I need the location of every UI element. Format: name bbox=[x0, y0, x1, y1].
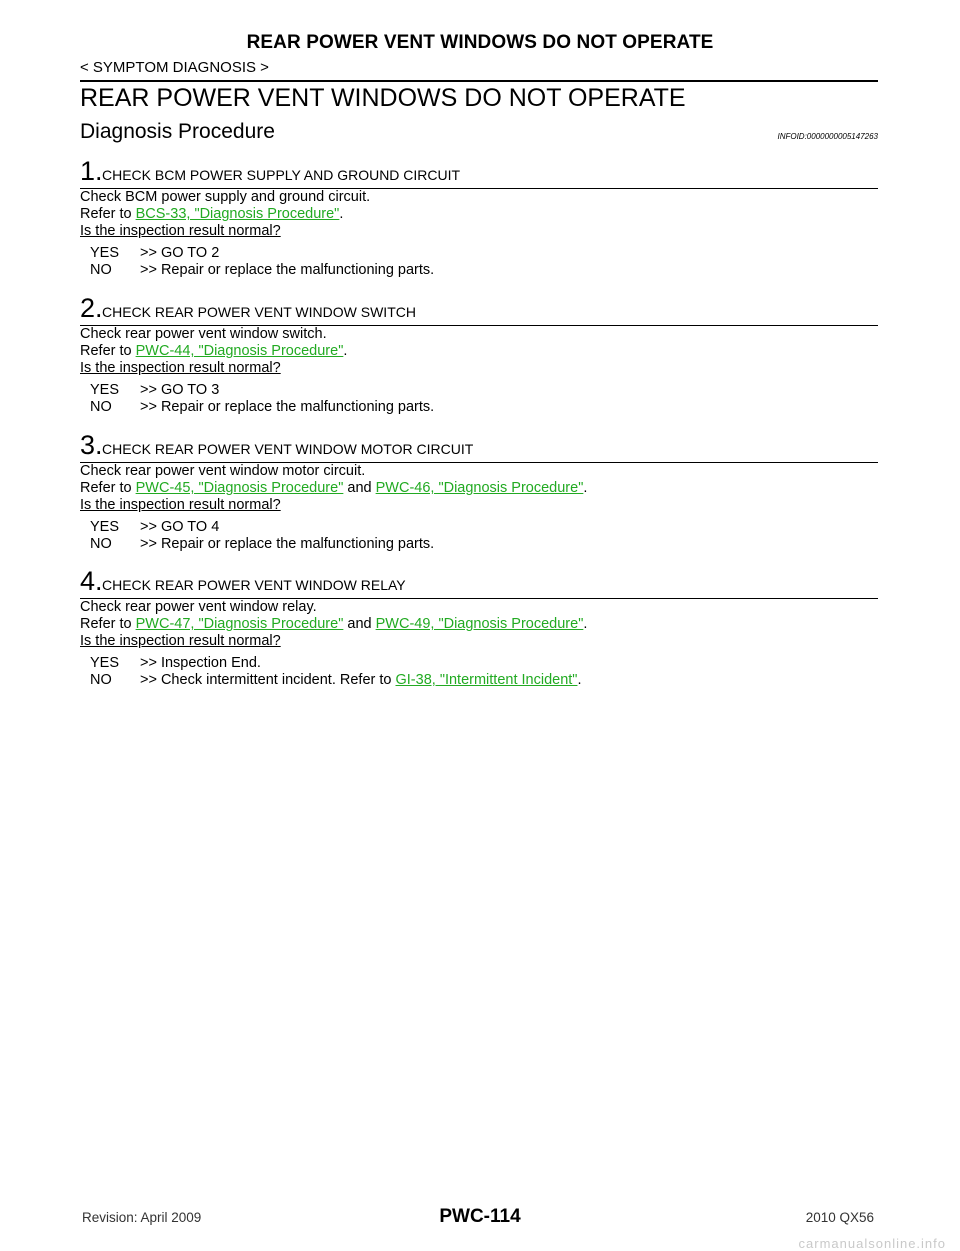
answer-text: >> Repair or replace the malfunctioning … bbox=[140, 536, 435, 552]
answers: YES >> GO TO 4 NO >> Repair or replace the… bbox=[80, 519, 878, 553]
refer-prefix: Refer to bbox=[80, 206, 136, 222]
refer-end: . bbox=[339, 206, 344, 222]
inspection-question: Is the inspection result normal? bbox=[80, 223, 281, 239]
answer-yes: YES >> GO TO 3 bbox=[90, 382, 878, 399]
answer-no: NO >> Repair or replace the malfunctionin… bbox=[90, 399, 878, 416]
refer-end: . bbox=[583, 616, 588, 632]
answer-no: NO >> Check intermittent incident. Refer … bbox=[90, 672, 878, 689]
page-title: REAR POWER VENT WINDOWS DO NOT OPERATE bbox=[80, 84, 686, 112]
answer-key: YES bbox=[90, 245, 120, 261]
step-title: CHECK REAR POWER VENT WINDOW MOTOR CIRCU… bbox=[102, 441, 474, 457]
breadcrumb: < SYMPTOM DIAGNOSIS > bbox=[80, 59, 269, 76]
inspection-question: Is the inspection result normal? bbox=[80, 633, 281, 649]
answer-text: >> Check intermittent incident. Refer to… bbox=[140, 672, 582, 689]
answer-text-end: . bbox=[577, 672, 582, 688]
refer-and: and bbox=[343, 480, 376, 496]
answer-text: >> Repair or replace the malfunctioning … bbox=[140, 262, 435, 278]
running-header-title: REAR POWER VENT WINDOWS DO NOT OPERATE bbox=[246, 32, 714, 53]
step-number: 2. bbox=[80, 293, 103, 323]
reference-link[interactable]: PWC-49, "Diagnosis Procedure" bbox=[375, 616, 584, 632]
section-title: Diagnosis Procedure bbox=[80, 120, 275, 143]
answer-text: >> GO TO 4 bbox=[140, 519, 220, 535]
answer-key: NO bbox=[90, 672, 112, 688]
answer-text: >> GO TO 2 bbox=[140, 245, 220, 261]
watermark: carmanualsonline.info bbox=[798, 1236, 946, 1251]
refer-prefix: Refer to bbox=[80, 343, 136, 359]
answer-text-prefix: >> Check intermittent incident. Refer to bbox=[140, 672, 396, 688]
check-instruction: Check rear power vent window motor circu… bbox=[80, 463, 366, 479]
revision-date: Revision: April 2009 bbox=[82, 1210, 202, 1225]
step-title: CHECK REAR POWER VENT WINDOW SWITCH bbox=[102, 304, 416, 320]
step-2: 2. CHECK REAR POWER VENT WINDOW SWITCH C… bbox=[80, 295, 878, 416]
refer-line: Refer to BCS-33, "Diagnosis Procedure". bbox=[80, 206, 878, 223]
answer-key: YES bbox=[90, 382, 120, 398]
answer-key: NO bbox=[90, 262, 112, 278]
step-header: 4. CHECK REAR POWER VENT WINDOW RELAY bbox=[80, 568, 878, 599]
reference-link[interactable]: BCS-33, "Diagnosis Procedure" bbox=[135, 206, 340, 222]
step-header: 2. CHECK REAR POWER VENT WINDOW SWITCH bbox=[80, 295, 878, 326]
reference-link[interactable]: GI-38, "Intermittent Incident" bbox=[395, 672, 578, 688]
step-number: 4. bbox=[80, 566, 103, 596]
info-id: INFOID:0000000005147263 bbox=[777, 132, 878, 141]
answer-yes: YES >> GO TO 2 bbox=[90, 245, 878, 262]
refer-and: and bbox=[343, 616, 376, 632]
answer-key: NO bbox=[90, 536, 112, 552]
refer-prefix: Refer to bbox=[80, 480, 136, 496]
refer-line: Refer to PWC-45, "Diagnosis Procedure" a… bbox=[80, 480, 878, 497]
check-instruction: Check BCM power supply and ground circui… bbox=[80, 189, 371, 205]
step-number: 3. bbox=[80, 430, 103, 460]
refer-end: . bbox=[343, 343, 348, 359]
reference-link[interactable]: PWC-44, "Diagnosis Procedure" bbox=[135, 343, 344, 359]
vehicle-model: 2010 QX56 bbox=[805, 1210, 874, 1225]
answer-key: YES bbox=[90, 519, 120, 535]
answer-yes: YES >> Inspection End. bbox=[90, 655, 878, 672]
answers: YES >> GO TO 2 NO >> Repair or replace the… bbox=[80, 245, 878, 279]
reference-link[interactable]: PWC-47, "Diagnosis Procedure" bbox=[135, 616, 344, 632]
header-divider bbox=[80, 80, 878, 82]
step-number: 1. bbox=[80, 156, 103, 186]
answer-no: NO >> Repair or replace the malfunctionin… bbox=[90, 262, 878, 279]
step-4: 4. CHECK REAR POWER VENT WINDOW RELAY Ch… bbox=[80, 568, 878, 689]
step-header: 3. CHECK REAR POWER VENT WINDOW MOTOR CI… bbox=[80, 432, 878, 463]
step-header: 1. CHECK BCM POWER SUPPLY AND GROUND CIR… bbox=[80, 158, 878, 189]
step-title: CHECK REAR POWER VENT WINDOW RELAY bbox=[102, 577, 406, 593]
inspection-question: Is the inspection result normal? bbox=[80, 497, 281, 513]
reference-link[interactable]: PWC-45, "Diagnosis Procedure" bbox=[135, 480, 344, 496]
step-3: 3. CHECK REAR POWER VENT WINDOW MOTOR CI… bbox=[80, 432, 878, 553]
step-title: CHECK BCM POWER SUPPLY AND GROUND CIRCUI… bbox=[102, 167, 461, 183]
reference-link[interactable]: PWC-46, "Diagnosis Procedure" bbox=[375, 480, 584, 496]
page-footer: Revision: April 2009 PWC-114 2010 QX56 c… bbox=[0, 1206, 960, 1251]
refer-line: Refer to PWC-47, "Diagnosis Procedure" a… bbox=[80, 616, 878, 633]
answer-no: NO >> Repair or replace the malfunctionin… bbox=[90, 536, 878, 553]
refer-line: Refer to PWC-44, "Diagnosis Procedure". bbox=[80, 343, 878, 360]
check-instruction: Check rear power vent window switch. bbox=[80, 326, 327, 342]
step-1: 1. CHECK BCM POWER SUPPLY AND GROUND CIR… bbox=[80, 158, 878, 279]
answer-text: >> Repair or replace the malfunctioning … bbox=[140, 399, 435, 415]
answer-text: >> Inspection End. bbox=[140, 655, 261, 671]
answer-text: >> GO TO 3 bbox=[140, 382, 220, 398]
inspection-question: Is the inspection result normal? bbox=[80, 360, 281, 376]
answer-yes: YES >> GO TO 4 bbox=[90, 519, 878, 536]
check-instruction: Check rear power vent window relay. bbox=[80, 599, 317, 615]
refer-prefix: Refer to bbox=[80, 616, 136, 632]
answers: YES >> Inspection End. NO >> Check intermi… bbox=[80, 655, 878, 689]
page-number: PWC-114 bbox=[439, 1206, 521, 1227]
answers: YES >> GO TO 3 NO >> Repair or replace the… bbox=[80, 382, 878, 416]
answer-key: NO bbox=[90, 399, 112, 415]
answer-key: YES bbox=[90, 655, 120, 671]
refer-end: . bbox=[583, 480, 588, 496]
